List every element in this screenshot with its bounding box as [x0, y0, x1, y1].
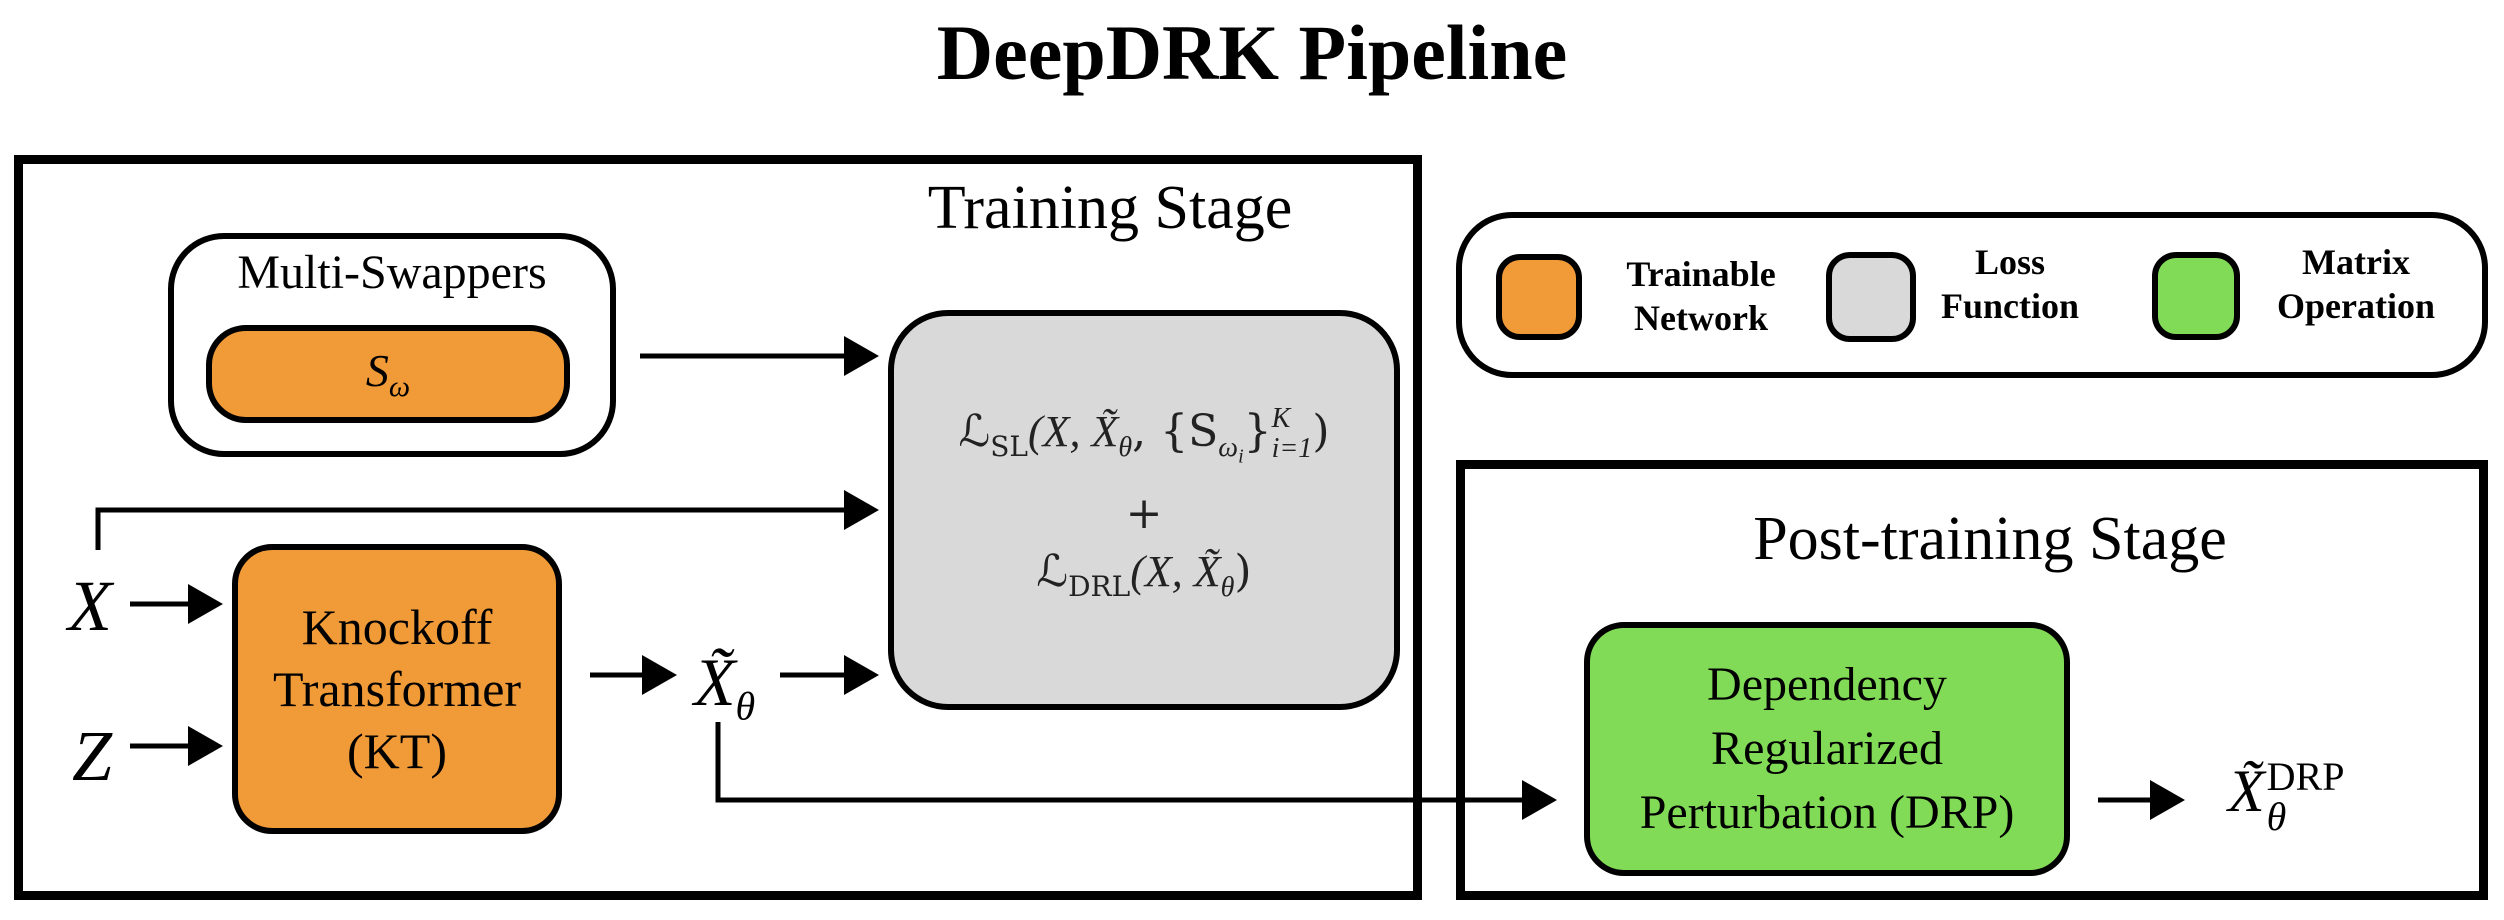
- legend-swatch-trainable: [1496, 254, 1582, 340]
- loss-drl-expression: ℒDRL(X, X̃θ): [1036, 546, 1252, 604]
- knockoff-output: X̃θ: [694, 644, 756, 729]
- multi-swappers-label: Multi-Swappers: [237, 246, 547, 299]
- diagram-title: DeepDRK Pipeline: [936, 9, 1568, 96]
- arrow-x-to-loss: [95, 490, 879, 550]
- training-stage-frame: [14, 155, 1422, 900]
- swapper-network: Sω: [206, 325, 570, 423]
- legend-swatch-loss: [1826, 252, 1916, 342]
- drp-box: Dependency Regularized Perturbation (DRP…: [1584, 622, 2070, 876]
- kt-line2: Transformer: [272, 661, 522, 717]
- drp-line1: Dependency: [1707, 658, 1947, 711]
- swapper-symbol: Sω: [365, 344, 411, 404]
- input-x: X: [68, 566, 112, 646]
- post-training-stage-label: Post-training Stage: [1753, 505, 2227, 573]
- post-training-stage-frame: [1456, 460, 2488, 900]
- arrow-output-to-drp: [715, 722, 1557, 820]
- input-z: Z: [72, 716, 113, 796]
- drp-line3: Perturbation (DRP): [1639, 786, 2015, 839]
- drp-line2: Regularized: [1711, 722, 1943, 775]
- legend-box: [1456, 212, 2488, 378]
- kt-line3: (KT): [347, 723, 447, 779]
- loss-plus: +: [1125, 488, 1163, 540]
- legend-swatch-matrix: [2152, 252, 2240, 340]
- kt-line1: Knockoff: [301, 599, 493, 655]
- knockoff-transformer-box: Knockoff Transformer (KT): [232, 544, 562, 834]
- training-stage-label: Training Stage: [927, 174, 1293, 242]
